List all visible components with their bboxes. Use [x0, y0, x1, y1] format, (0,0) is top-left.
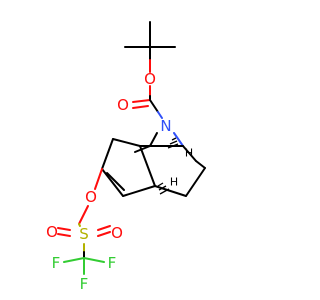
- bond: [101, 138, 114, 170]
- bond: [173, 132, 184, 147]
- bond: [149, 132, 158, 147]
- stereo-hatch-bottom: [157, 182, 170, 195]
- bond: [182, 145, 197, 162]
- bond: [112, 138, 141, 147]
- bond: [78, 223, 81, 227]
- bond: [122, 185, 156, 197]
- bond: [132, 105, 149, 109]
- oxygen-sulfonyl-right-label: O: [111, 224, 123, 242]
- bond: [149, 99, 159, 113]
- nitrogen-label: N: [160, 117, 171, 135]
- fluorine-bottom-label: F: [80, 275, 89, 293]
- bond: [78, 205, 89, 225]
- bond: [132, 99, 151, 103]
- tert-butyl-group: [124, 21, 176, 61]
- oxygen-carbonyl-label: O: [117, 96, 129, 114]
- bond: [157, 111, 163, 119]
- bond: [106, 172, 125, 191]
- bond: [185, 167, 206, 197]
- bond: [94, 168, 103, 190]
- bond: [195, 160, 206, 169]
- oxygen-triflate-label: O: [85, 188, 97, 206]
- fluorine-left-label: F: [52, 254, 61, 272]
- bond: [101, 168, 124, 197]
- hydrogen-bottom-label: H: [170, 176, 178, 189]
- bond: [63, 257, 85, 263]
- bond: [97, 225, 111, 231]
- oxygen-ester-label: O: [144, 70, 156, 88]
- bond: [154, 185, 187, 197]
- molecule-structure-diagram: O O N H H O S O O F F F: [46, 21, 206, 293]
- hydrogen-top-label: H: [185, 147, 193, 160]
- bond: [97, 231, 111, 237]
- stereo-hatch-top: [167, 137, 179, 149]
- sulfur-label: S: [79, 225, 89, 243]
- fluorine-right-label: F: [108, 254, 117, 272]
- bond: [83, 257, 105, 263]
- oxygen-sulfonyl-left-label: O: [46, 223, 58, 241]
- bicyclic-ring: [101, 132, 206, 197]
- bond: [57, 227, 71, 231]
- bond: [57, 233, 71, 237]
- bond: [139, 145, 156, 187]
